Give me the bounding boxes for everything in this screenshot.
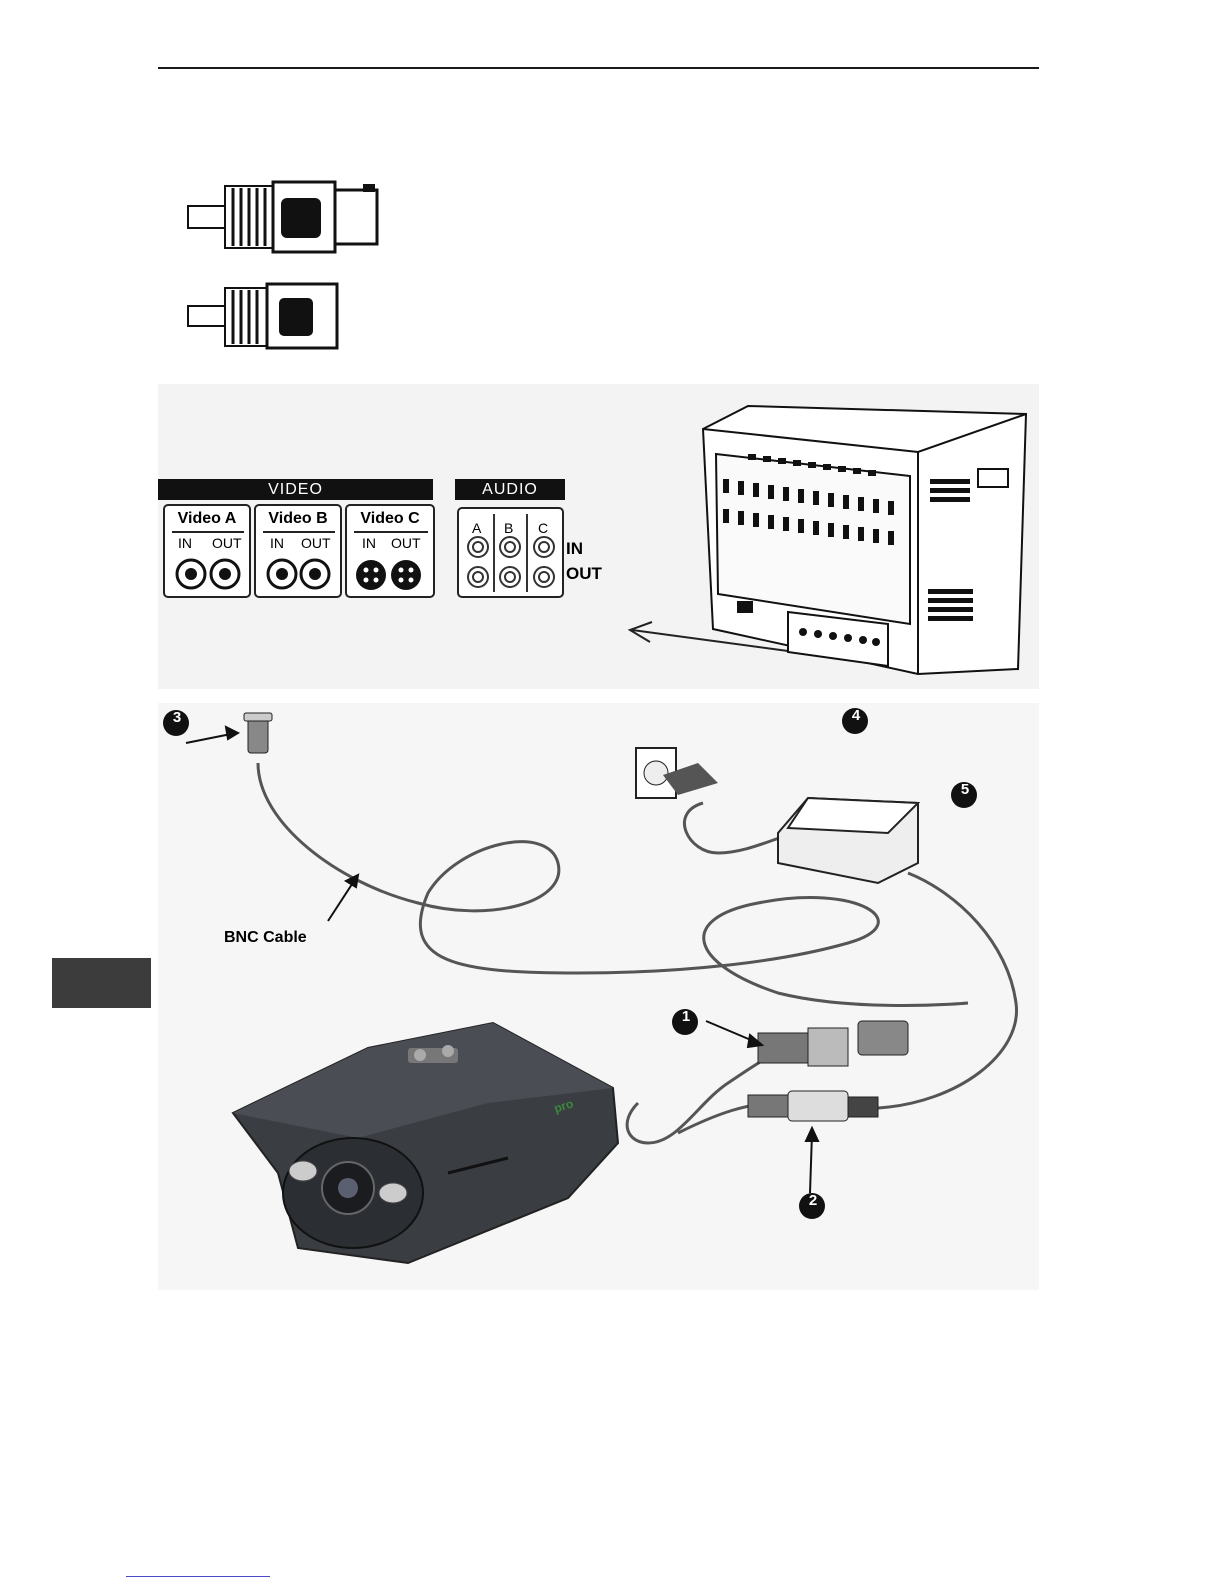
monitor-back-icon [703,406,1026,674]
bnc-cable-end-icon [244,713,272,753]
bnc-connector-pair-icon [758,1021,908,1066]
footer-underline [126,1576,270,1577]
power-adapter-icon [778,798,918,883]
audio-in-label: IN [566,539,583,559]
section-tab-marker [52,958,151,1008]
video-c-label: Video C [346,510,434,528]
camera-wiring-diagram [158,703,1039,1290]
bnc-cable-label: BNC Cable [224,929,307,947]
audio-a-label: A [472,520,481,536]
video-header: VIDEO [158,479,433,500]
bullet-camera-icon [233,1023,618,1263]
callout-4: 4 [847,707,865,724]
callout-2: 2 [804,1192,822,1209]
video-a-out-label: OUT [212,535,242,551]
rca-connector-icon [188,284,337,348]
callout-5: 5 [956,781,974,798]
dc-power-connector-icon [748,1091,878,1121]
audio-b-label: B [504,520,513,536]
video-c-out-label: OUT [391,535,421,551]
video-b-out-label: OUT [301,535,331,551]
camera-wiring-panel: 3 4 5 1 2 BNC Cable pro [158,703,1039,1290]
wall-outlet-icon [636,748,718,798]
video-b-in-label: IN [270,535,284,551]
audio-header: AUDIO [455,479,565,500]
bnc-connector-icon [188,182,377,252]
header-rule [158,67,1039,69]
audio-c-label: C [538,520,548,536]
video-b-label: Video B [255,510,341,528]
monitor-diagram [158,384,1039,689]
audio-out-label: OUT [566,564,602,584]
callout-3: 3 [168,709,186,726]
video-a-in-label: IN [178,535,192,551]
monitor-connection-panel: VIDEO AUDIO Video A Video B Video C IN O… [158,384,1039,689]
callout-1: 1 [677,1008,695,1025]
connector-illustrations [185,178,385,353]
video-c-in-label: IN [362,535,376,551]
video-a-label: Video A [164,510,250,528]
